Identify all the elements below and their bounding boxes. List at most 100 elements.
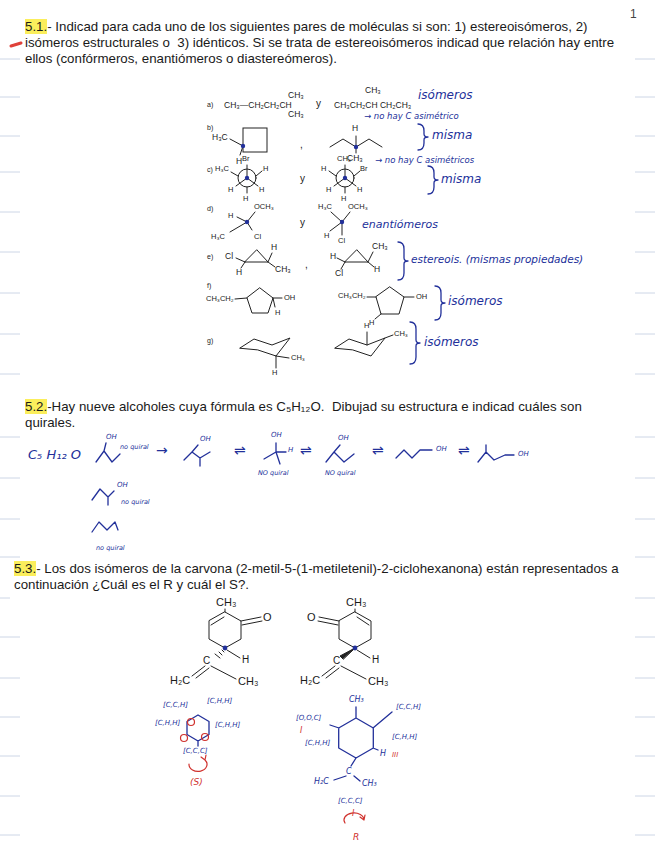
newman-bonds — [329, 165, 360, 193]
structure-label: CH₃ — [372, 242, 388, 251]
structure-label: f) — [207, 282, 211, 289]
problem-text: - Indicad para cada uno de los siguiente… — [25, 19, 618, 66]
structure-label: y — [316, 99, 321, 109]
structure-label: H — [372, 655, 379, 665]
structure-label: H₃C — [318, 203, 332, 211]
handwritten-note: [C,H,H] — [215, 722, 240, 729]
structure-label: Cl — [335, 269, 343, 278]
structure-label: H — [352, 124, 358, 133]
structure-label: H — [275, 309, 280, 317]
structure-label: CH₃ — [216, 597, 236, 608]
dot — [353, 646, 358, 651]
handwritten-note: OH — [271, 432, 282, 439]
skeletal-alcohol — [96, 443, 120, 462]
handwritten-note: OH — [518, 451, 529, 458]
priority-circle — [202, 734, 209, 741]
handwritten-note: ⇌ — [458, 443, 470, 457]
structure-label: O — [263, 612, 272, 623]
handwritten-mark: I — [300, 727, 302, 735]
tetrahedral-bonds — [230, 212, 255, 232]
structure-label: OCH₃ — [254, 203, 274, 211]
handwritten-note: [C,H,H] — [155, 720, 180, 727]
bracket — [398, 242, 408, 280]
handwritten-note: → — [156, 443, 168, 457]
handwritten-note: OH — [117, 482, 128, 489]
problem-text: -Hay nueve alcoholes cuya fórmula es C₅H… — [25, 399, 585, 430]
structure-label: , — [300, 140, 303, 150]
handwritten-note: estereois. (mismas propiedades) — [411, 254, 583, 265]
rotation-arrow — [189, 755, 207, 771]
handwritten-note: [O,O,C] — [296, 715, 321, 722]
structure-label: CH₃ — [365, 86, 381, 95]
handwritten-note: no quiral — [120, 444, 149, 451]
problem-statement: 5.1.- Indicad para cada uno de los sigui… — [25, 19, 623, 68]
structure-label: O — [307, 612, 316, 623]
bracket — [410, 322, 420, 364]
handwritten-note: C₅ H₁₂ O — [28, 448, 81, 461]
structure-label: H₂C — [300, 675, 320, 686]
dot — [223, 646, 228, 651]
handwritten-note: [C,C,C] — [338, 798, 363, 805]
structure-label: H — [272, 369, 277, 377]
structure-label: e) — [207, 253, 213, 260]
handwritten-note: [C,H,H] — [392, 734, 417, 741]
carvone-ring — [192, 609, 262, 679]
handwritten-note: H₂C — [314, 778, 329, 786]
annotated-ring — [187, 715, 209, 746]
handwritten-note: isómeros — [424, 336, 479, 348]
chair-cyclohexane — [240, 338, 290, 368]
structure-label: c) — [207, 166, 213, 173]
handwritten-note: C — [346, 768, 352, 776]
handwritten-note: [C,H,H] — [207, 698, 232, 705]
handwritten-note: ⇌ — [300, 443, 312, 457]
page-number: 1 — [630, 8, 637, 20]
chair-cyclohexane — [335, 332, 393, 356]
structure-label: H₃C — [215, 165, 229, 173]
structure-label: H — [341, 195, 346, 203]
handwritten-note: NO quiral — [325, 470, 356, 477]
handwritten-note: no quiral — [121, 499, 150, 506]
cyclopentane — [367, 287, 414, 319]
structure-label: H — [321, 165, 326, 173]
structure-label: H — [228, 186, 233, 194]
problem-statement: 5.2.-Hay nueve alcoholes cuya fórmula es… — [25, 399, 623, 431]
dot — [354, 145, 358, 149]
structure-label: CH₃CH₂ — [206, 295, 234, 303]
structure-label: H — [364, 322, 369, 330]
dot — [340, 220, 344, 224]
structure-label: CH₃ — [238, 676, 258, 687]
skeletal-alcohol — [478, 445, 514, 462]
problem-statement: 5.3.- Los dos isómeros de la carvona (2-… — [14, 561, 626, 593]
structure-label: d) — [207, 205, 213, 212]
handwritten-note: no quiral — [96, 545, 125, 552]
structure-label: H — [228, 212, 233, 220]
cyclobutane — [243, 128, 267, 152]
structure-label: CH₃ — [275, 265, 291, 274]
structure-label: y — [300, 174, 305, 184]
structure-label: H — [236, 268, 242, 277]
handwritten-note: [C,H,H] — [305, 740, 330, 747]
priority-circle — [188, 719, 195, 726]
structure-label: H — [236, 157, 242, 166]
red-mark — [11, 43, 21, 46]
handwritten-note: → no hay C asimétricos — [375, 156, 474, 165]
problem-number: 5.1. — [25, 19, 47, 34]
dot — [245, 176, 249, 180]
structure-label: H — [263, 165, 268, 173]
structure-label: CH₃ — [288, 91, 304, 100]
structure-label: Cl — [338, 237, 345, 245]
structure-label: H — [357, 186, 362, 194]
structure-label: Cl — [225, 252, 233, 261]
handwritten-note: OH — [106, 434, 117, 441]
problem-number: 5.3. — [14, 561, 36, 576]
handwritten-note: OH — [436, 446, 447, 453]
cyclopentane — [235, 288, 282, 313]
handwritten-note: enantiómeros — [362, 219, 438, 230]
bracket — [428, 166, 438, 194]
structure-label: H — [242, 655, 249, 665]
red-marks — [181, 719, 366, 824]
dot — [343, 176, 347, 180]
handwritten-note: [C,C,C] — [183, 748, 208, 755]
chain — [330, 136, 382, 153]
